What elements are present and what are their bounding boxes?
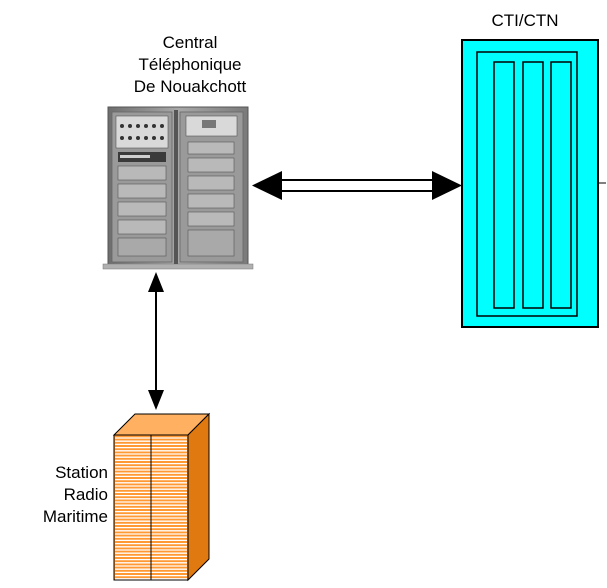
- telephone-exchange-rack-icon: [102, 106, 254, 270]
- cti-ctn-node: [461, 39, 606, 328]
- central-label: Central Téléphonique De Nouakchott: [95, 32, 285, 98]
- station-label-line3: Maritime: [42, 507, 108, 526]
- arrowhead-right: [432, 171, 462, 200]
- central-label-line2: Téléphonique: [138, 55, 242, 74]
- station-label: Station Radio Maritime: [0, 462, 108, 528]
- arrowhead-down: [148, 390, 164, 410]
- central-label-line1: Central: [162, 33, 218, 52]
- link-central-station: [148, 272, 164, 410]
- cti-label: CTI/CTN: [491, 11, 559, 30]
- arrowhead-left: [252, 171, 282, 200]
- central-label-line3: De Nouakchott: [133, 77, 247, 96]
- link-central-cti: [252, 171, 462, 200]
- station-label-line2: Radio: [63, 485, 108, 504]
- radio-station-building-icon: [112, 412, 211, 582]
- station-label-line1: Station: [55, 463, 108, 482]
- central-telephone-exchange: [102, 106, 254, 270]
- arrowhead-up: [148, 272, 164, 292]
